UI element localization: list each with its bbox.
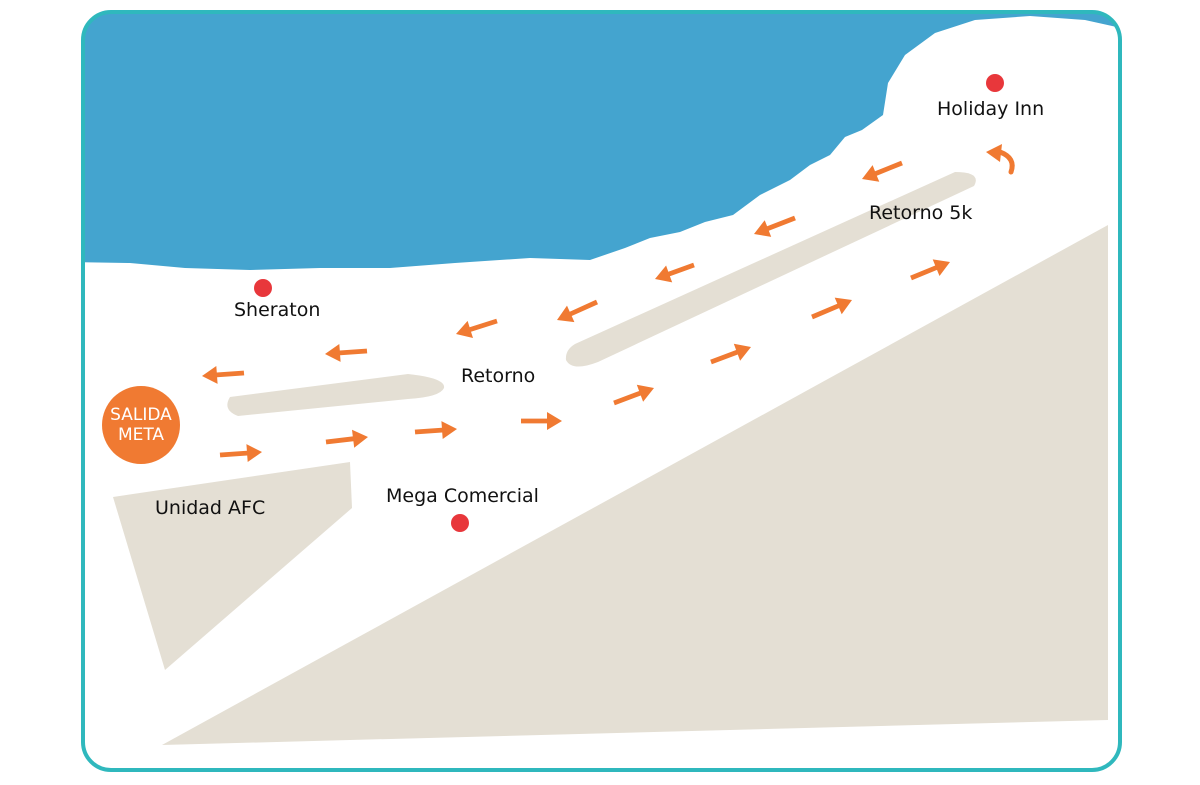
mega-comercial-marker	[451, 514, 469, 532]
median-retorno	[227, 374, 445, 416]
route-arrow	[414, 421, 457, 439]
route-arrow	[655, 262, 695, 283]
route-arrow	[811, 297, 852, 320]
finish-label: META	[118, 425, 164, 445]
route-arrow	[710, 343, 751, 365]
route-arrow	[325, 344, 368, 362]
retorno-5k-label: Retorno 5k	[869, 202, 972, 224]
start-finish-badge: SALIDA META	[102, 386, 180, 464]
route-arrow	[202, 366, 245, 384]
land-block-large	[162, 225, 1108, 745]
holiday-inn-label: Holiday Inn	[937, 98, 1044, 120]
sheraton-label: Sheraton	[234, 299, 320, 321]
route-arrow	[754, 215, 796, 237]
unidad-afc-label: Unidad AFC	[155, 497, 265, 519]
route-arrow	[325, 429, 368, 448]
route-arrow	[219, 444, 262, 462]
map-frame	[81, 10, 1122, 772]
sheraton-marker	[254, 279, 272, 297]
start-label: SALIDA	[110, 405, 172, 425]
route-arrow	[613, 384, 654, 406]
land-block-unidad-afc	[113, 462, 352, 670]
median-retorno-5k	[565, 172, 976, 367]
route-arrow	[521, 412, 562, 430]
mega-comercial-label: Mega Comercial	[386, 485, 539, 507]
sea-area	[83, 12, 1120, 270]
route-arrows	[202, 160, 950, 462]
u-turn-arrow	[986, 144, 1015, 175]
route-arrow	[456, 318, 498, 338]
route-arrow	[910, 259, 950, 281]
route-arrow	[862, 160, 903, 182]
holiday-inn-marker	[986, 74, 1004, 92]
route-arrow	[557, 299, 598, 323]
retorno-label: Retorno	[461, 365, 535, 387]
